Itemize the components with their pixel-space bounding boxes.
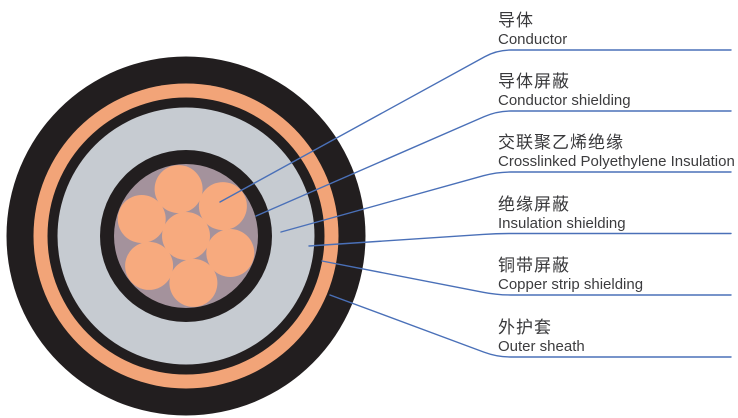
conductor-strand bbox=[198, 182, 247, 231]
leader-line-crosslinked-polyethylene-insulation bbox=[280, 171, 732, 233]
label-en: Crosslinked Polyethylene Insulation bbox=[498, 153, 735, 170]
conductor-strand bbox=[169, 258, 218, 307]
label-en: Copper strip shielding bbox=[498, 276, 644, 293]
label-zh: 外护套 bbox=[498, 318, 552, 337]
label-zh: 绝缘屏蔽 bbox=[498, 194, 570, 214]
label-zh: 交联聚乙烯绝缘 bbox=[498, 133, 624, 152]
label-en: Conductor shielding bbox=[498, 92, 631, 109]
conductor-strand bbox=[154, 165, 203, 214]
conductor-strand bbox=[117, 195, 166, 243]
label-zh: 铜带屏蔽 bbox=[498, 256, 570, 275]
leader-line-conductor-shielding bbox=[255, 110, 732, 217]
label-en: Conductor bbox=[498, 31, 568, 48]
conductor-strand bbox=[206, 229, 255, 277]
conductor-strand bbox=[162, 212, 210, 260]
label-zh: 导体屏蔽 bbox=[498, 72, 570, 91]
label-en: Outer sheath bbox=[498, 338, 585, 355]
leader-line-insulation-shielding bbox=[308, 232, 732, 247]
leader-line-outer-sheath bbox=[329, 294, 732, 358]
leader-line-copper-strip-shielding bbox=[321, 260, 732, 296]
label-zh: 导体 bbox=[498, 11, 534, 30]
leader-line-conductor bbox=[219, 49, 732, 203]
conductor-strand bbox=[125, 241, 174, 290]
label-en: Insulation shielding bbox=[498, 214, 626, 232]
